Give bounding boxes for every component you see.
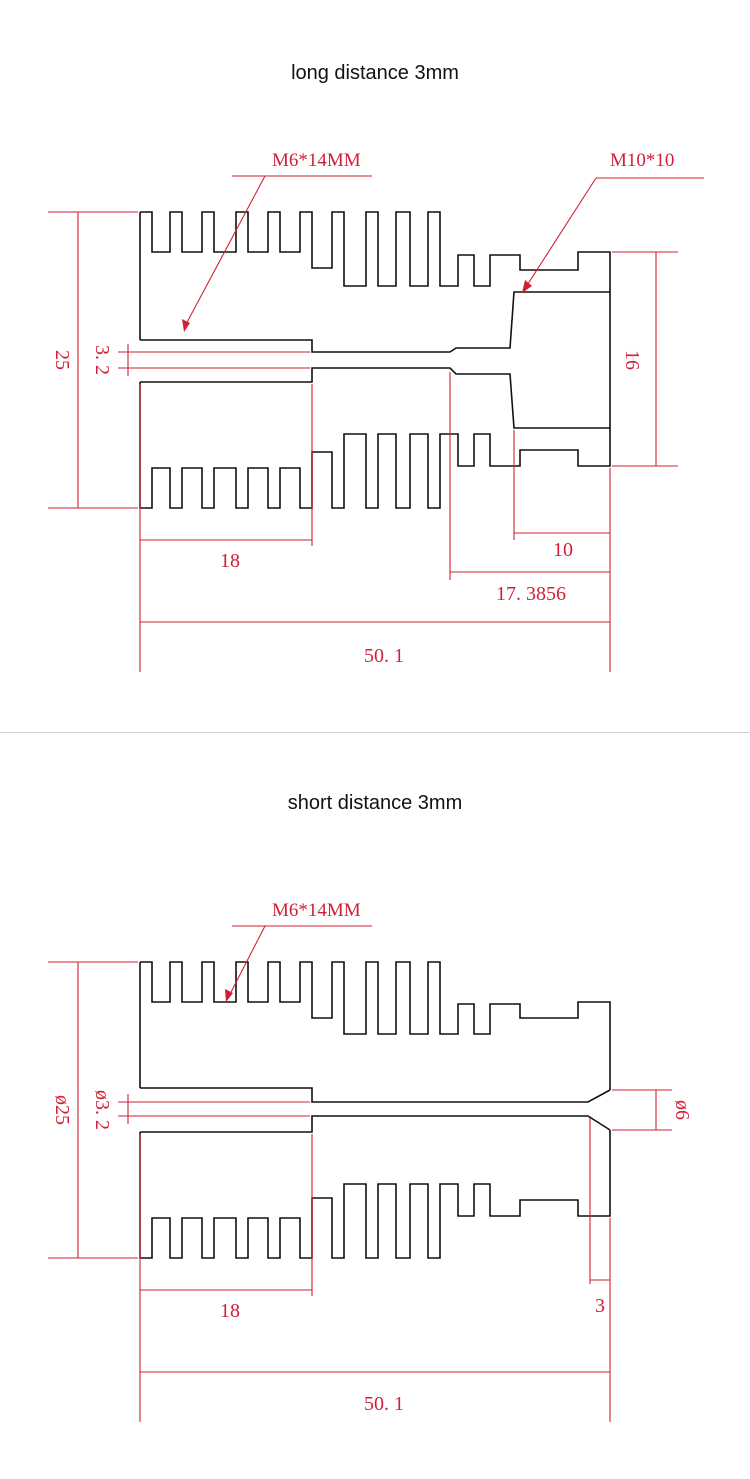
dim-total-length: 50. 1 <box>140 621 610 667</box>
dim-right-height: 16 <box>612 251 678 467</box>
dim-height-label: ø25 <box>51 1095 73 1125</box>
section-divider <box>0 732 750 733</box>
dim-height: 25 <box>48 211 138 509</box>
dim-right-dia-label: ø6 <box>671 1100 693 1120</box>
bottom-fin-profile <box>139 382 611 509</box>
dim-thread-length-label: 18 <box>220 550 240 572</box>
dim-total-length-label: 50. 1 <box>364 645 404 667</box>
dim-thread-length: 18 <box>139 1134 313 1422</box>
dim-right-depth-label: 10 <box>553 539 573 561</box>
drawing-1-title: long distance 3mm <box>291 62 459 84</box>
dim-thread-length: 18 <box>139 384 313 672</box>
dim-right-depth: 3 <box>589 1118 611 1422</box>
dim-total-length: 50. 1 <box>140 1371 610 1415</box>
drawing-2-heatsink: ø25 ø3. 2 ø6 18 3 50. 1 M6*14MM <box>48 900 693 1422</box>
drawing-2-title: short distance 3mm <box>287 792 463 814</box>
bottom-fin-profile <box>139 1130 611 1259</box>
callout-left-label: M6*14MM <box>272 150 361 171</box>
dim-right-depth: 10 <box>513 430 611 672</box>
callout-thread-left: M6*14MM <box>182 150 372 332</box>
dim-thread-length-label: 18 <box>220 1300 240 1322</box>
dim-bore-label: 3. 2 <box>91 345 113 375</box>
dim-taper-length-label: 17. 3856 <box>496 583 566 605</box>
dim-right-dia: ø6 <box>612 1089 693 1131</box>
dim-right-depth-label: 3 <box>595 1295 605 1317</box>
top-fin-profile <box>139 961 611 1090</box>
dim-bore: ø3. 2 <box>91 1090 310 1130</box>
dim-height: ø25 <box>48 961 138 1259</box>
drawing-1-heatsink: 25 3. 2 16 18 10 17. 3856 50. 1 <box>48 150 704 672</box>
dim-height-label: 25 <box>51 350 73 370</box>
dim-bore-label: ø3. 2 <box>91 1090 113 1130</box>
dim-bore: 3. 2 <box>91 344 310 376</box>
callout-thread-right: M10*10 <box>522 150 704 293</box>
dim-taper-length: 17. 3856 <box>449 372 610 605</box>
bore-channel <box>140 1087 611 1133</box>
bore-channel <box>140 291 611 429</box>
top-fin-profile <box>139 211 611 340</box>
dim-total-length-label: 50. 1 <box>364 1393 404 1415</box>
callout-thread-left: M6*14MM <box>225 900 372 1002</box>
dim-right-height-label: 16 <box>621 350 643 370</box>
callout-left-label: M6*14MM <box>272 900 361 921</box>
callout-right-label: M10*10 <box>610 150 674 171</box>
